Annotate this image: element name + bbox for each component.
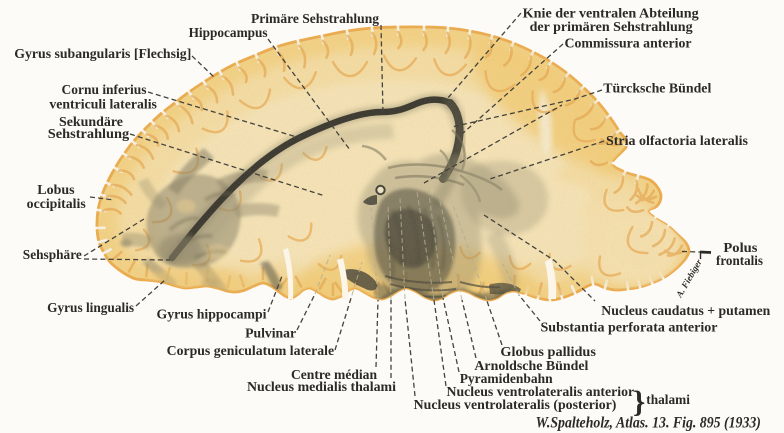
svg-text:}: } — [633, 384, 645, 419]
svg-text:Substantia perforata anterior: Substantia perforata anterior — [541, 320, 718, 335]
svg-text:Globus pallidus: Globus pallidus — [500, 344, 596, 359]
svg-text:Gyrus hippocampi: Gyrus hippocampi — [157, 307, 267, 322]
svg-text:Türcksche Bündel: Türcksche Bündel — [603, 81, 711, 96]
svg-text:Primäre Sehstrahlung: Primäre Sehstrahlung — [251, 11, 379, 26]
svg-text:Pyramidenbahn: Pyramidenbahn — [460, 371, 553, 386]
svg-text:Nucleus ventrolateralis anteri: Nucleus ventrolateralis anterior — [447, 384, 635, 399]
svg-text:frontalis: frontalis — [716, 253, 763, 268]
svg-text:Corpus geniculatum laterale: Corpus geniculatum laterale — [167, 343, 334, 358]
svg-text:Sehsphäre: Sehsphäre — [23, 247, 82, 262]
svg-text:Gyrus lingualis: Gyrus lingualis — [47, 300, 134, 315]
svg-text:ventriculi lateralis: ventriculi lateralis — [49, 97, 156, 112]
svg-text:der primären Sehstrahlung: der primären Sehstrahlung — [530, 19, 693, 34]
svg-text:Nucleus caudatus + putamen: Nucleus caudatus + putamen — [601, 303, 770, 318]
svg-text:Nucleus medialis thalami: Nucleus medialis thalami — [247, 379, 396, 394]
svg-text:Pulvinar: Pulvinar — [245, 326, 296, 341]
svg-text:Nucleus ventrolateralis (poste: Nucleus ventrolateralis (posterior) — [414, 397, 617, 412]
svg-text:Arnoldsche Bündel: Arnoldsche Bündel — [474, 358, 588, 373]
svg-text:thalami: thalami — [646, 392, 690, 407]
svg-text:W.Spalteholz, Atlas. 13. Fig.: W.Spalteholz, Atlas. 13. Fig. 895 (1933) — [536, 415, 761, 432]
svg-text:Sekundäre: Sekundäre — [59, 114, 123, 129]
svg-text:occipitalis: occipitalis — [27, 196, 86, 211]
svg-text:Stria olfactoria lateralis: Stria olfactoria lateralis — [606, 133, 748, 148]
svg-text:Gyrus subangularis [Flechsig]: Gyrus subangularis [Flechsig] — [14, 46, 191, 61]
svg-text:Sehstrahlung: Sehstrahlung — [48, 126, 130, 141]
svg-text:Knie der ventralen Abteilung: Knie der ventralen Abteilung — [523, 6, 699, 21]
svg-text:Cornu inferius: Cornu inferius — [62, 82, 147, 97]
svg-text:Commissura anterior: Commissura anterior — [565, 36, 692, 51]
svg-text:Centre médian: Centre médian — [291, 367, 377, 382]
svg-text:Polus: Polus — [723, 240, 757, 255]
svg-text:Hippocampus: Hippocampus — [189, 25, 268, 40]
svg-text:Lobus: Lobus — [37, 182, 74, 197]
